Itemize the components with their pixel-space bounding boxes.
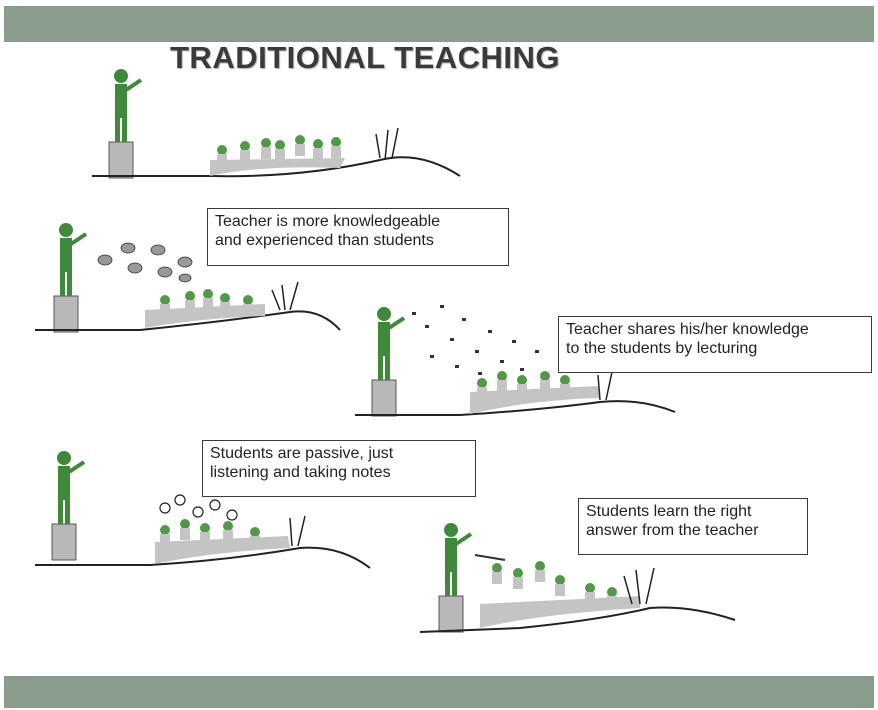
scene-3-illustration xyxy=(355,305,676,418)
callout-passive-line1: Students are passive, just xyxy=(210,445,394,462)
callout-knowledgeable-line2: and experienced than students xyxy=(215,232,434,249)
callout-knowledgeable-line1: Teacher is more knowledgeable xyxy=(215,213,441,230)
callout-knowledgeable: Teacher is more knowledgeable and experi… xyxy=(207,208,509,266)
callout-lecturing-line2: to the students by lecturing xyxy=(566,340,758,357)
scene-2-illustration xyxy=(35,221,341,334)
bottom-band xyxy=(4,676,874,708)
callout-right-answer: Students learn the right answer from the… xyxy=(578,498,808,555)
top-band xyxy=(4,6,874,42)
callout-passive: Students are passive, just listening and… xyxy=(202,440,476,497)
slide-title: TRADITIONAL TEACHING xyxy=(170,40,561,75)
callout-lecturing-line1: Teacher shares his/her knowledge xyxy=(566,321,809,338)
scene-5-illustration xyxy=(419,521,736,634)
callout-right-answer-line2: answer from the teacher xyxy=(586,522,759,539)
callout-right-answer-line1: Students learn the right xyxy=(586,503,752,520)
callout-lecturing: Teacher shares his/her knowledge to the … xyxy=(558,316,872,373)
scene-1-illustration xyxy=(92,67,461,180)
scene-4-illustration xyxy=(35,449,371,569)
callout-passive-line2: listening and taking notes xyxy=(210,464,391,481)
